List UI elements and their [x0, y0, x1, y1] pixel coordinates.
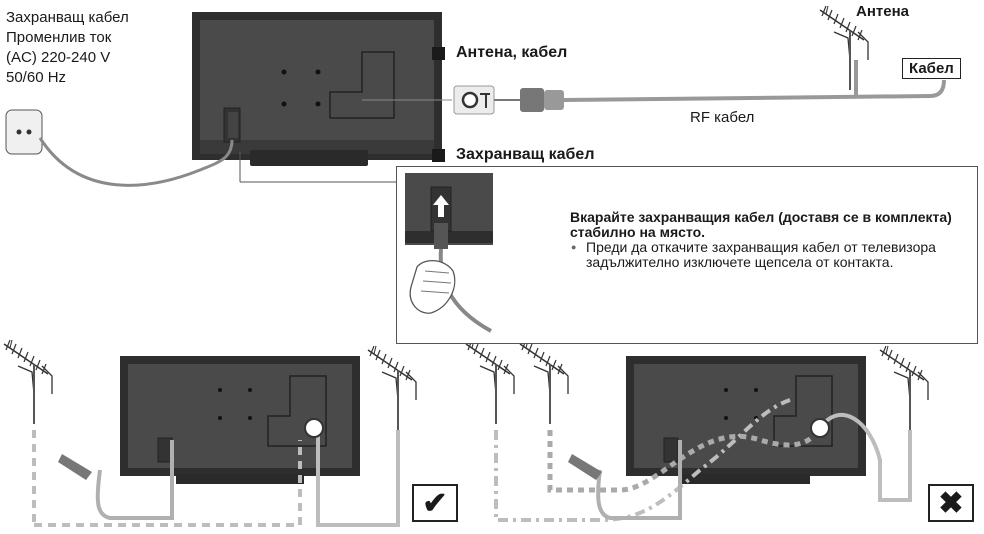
- tv-rear-left: [119, 355, 361, 485]
- plug-insertion-illustration: [405, 173, 493, 333]
- power-spec-line-1: Захранващ кабел: [6, 9, 129, 26]
- cables-right: [494, 398, 912, 522]
- power-spec-line-2: Променлив ток: [6, 29, 112, 46]
- power-cable-heading: Захранващ кабел: [432, 146, 594, 164]
- antenna-icon-br2: [519, 339, 569, 425]
- heading-square-icon: [432, 46, 445, 60]
- antenna-icon-bl2: [367, 345, 417, 431]
- instruction-text: Вкарайте захранващия кабел (доставя се в…: [570, 210, 960, 270]
- power-cable-heading-text: Захранващ кабел: [456, 146, 595, 163]
- checkmark-icon: ✔: [412, 484, 458, 522]
- instruction-bold-text: Вкарайте захранващия кабел (доставя се в…: [570, 209, 952, 240]
- tv-rear-main: [192, 12, 442, 166]
- heading-square-icon-2: [432, 148, 445, 162]
- antenna-cable-heading-text: Антена, кабел: [456, 44, 568, 61]
- cable-label: Кабел: [902, 58, 961, 79]
- power-cable-top: [5, 109, 238, 187]
- antenna-icon-br3: [879, 345, 929, 431]
- power-spec-line-3: (AC) 220-240 V: [6, 49, 111, 66]
- cables-left: [32, 418, 400, 527]
- cross-icon: ✖: [928, 484, 974, 522]
- antenna-icon-bl1: [3, 339, 53, 425]
- antenna-label: Антена: [856, 3, 909, 20]
- rf-cable-top: [362, 60, 946, 115]
- power-spec-label: Захранващ кабел Променлив ток (AC) 220-2…: [6, 8, 129, 88]
- antenna-icon-br1: [465, 339, 515, 425]
- power-spec-line-4: 50/60 Hz: [6, 69, 67, 86]
- antenna-cable-heading: Антена, кабел: [432, 44, 567, 62]
- rf-cable-label: RF кабел: [690, 109, 755, 126]
- instruction-bullet: Преди да откачите захранващия кабел от т…: [570, 240, 960, 270]
